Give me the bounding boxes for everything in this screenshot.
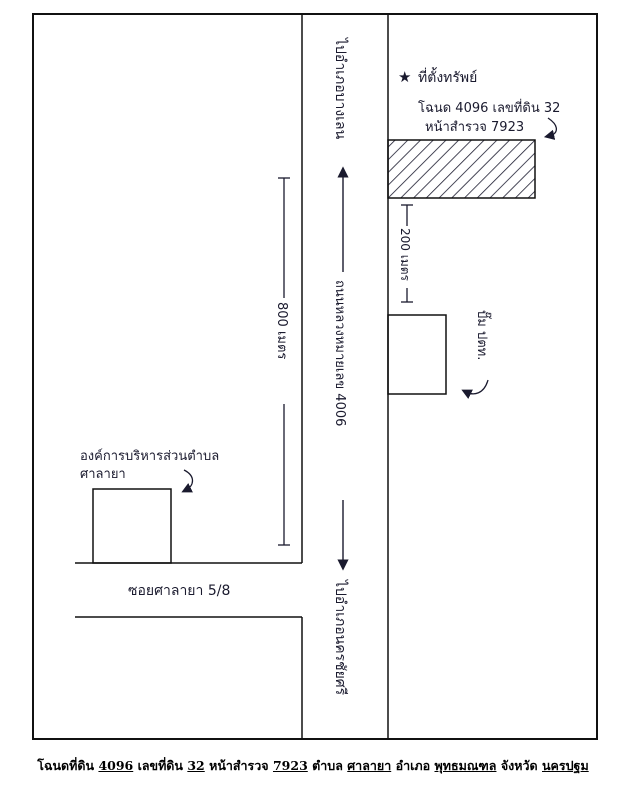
caption-mid2: หน้าสำรวจ [209,758,269,773]
site-survey-line: หน้าสำรวจ 7923 [425,120,524,135]
caption-amphoe: พุทธมณฑล [434,758,497,773]
site-star-icon: ★ [398,68,411,86]
caption-mid3: ตำบล [312,758,343,773]
distance-200-gap [400,226,414,288]
caption-province: นครปฐม [542,758,589,773]
road-top-label: ไปอำเภอบางเลน [332,37,349,140]
gas-pointer-arrow [461,379,489,399]
sao-office-label-line2: ศาลายา [80,467,126,482]
soi-label: ซอยศาลายา 5/8 [128,583,230,599]
road-bottom-label: ไปอำเภอนครชัยศรี [332,579,349,696]
road-name: ถนนหลวงหมายเลข 4006 [332,280,347,426]
deed-caption: โฉนดที่ดิน 4096 เลขที่ดิน 32 หน้าสำรวจ 7… [0,756,626,776]
caption-land-number: 32 [187,758,205,773]
sao-office-label-line1: องค์การบริหารส่วนตำบล [80,448,219,464]
gas-station-label: ปั๊ม ปตท. [474,310,492,360]
caption-survey-number: 7923 [272,758,308,773]
gas-station-building [387,314,447,395]
distance-800-label: 800 เมตร [274,302,289,359]
caption-tambon: ศาลายา [347,758,392,773]
caption-prefix: โฉนดที่ดิน [37,758,95,773]
property-parcel [387,139,536,199]
sao-office-building [92,488,172,564]
site-pointer-arrow [543,117,558,140]
caption-mid1: เลขที่ดิน [137,758,183,773]
sao-pointer-arrow [181,469,194,493]
distance-200-label: 200 เมตร [398,228,412,282]
map-frame [32,13,598,740]
distance-800-gap [277,298,291,404]
site-deed-line: โฉนด 4096 เลขที่ดิน 32 [418,99,560,116]
caption-mid4: อำเภอ [395,758,431,773]
caption-deed-number: 4096 [98,758,134,773]
site-label: ที่ตั้งทรัพย์ [418,67,477,86]
caption-mid5: จังหวัด [500,758,538,773]
